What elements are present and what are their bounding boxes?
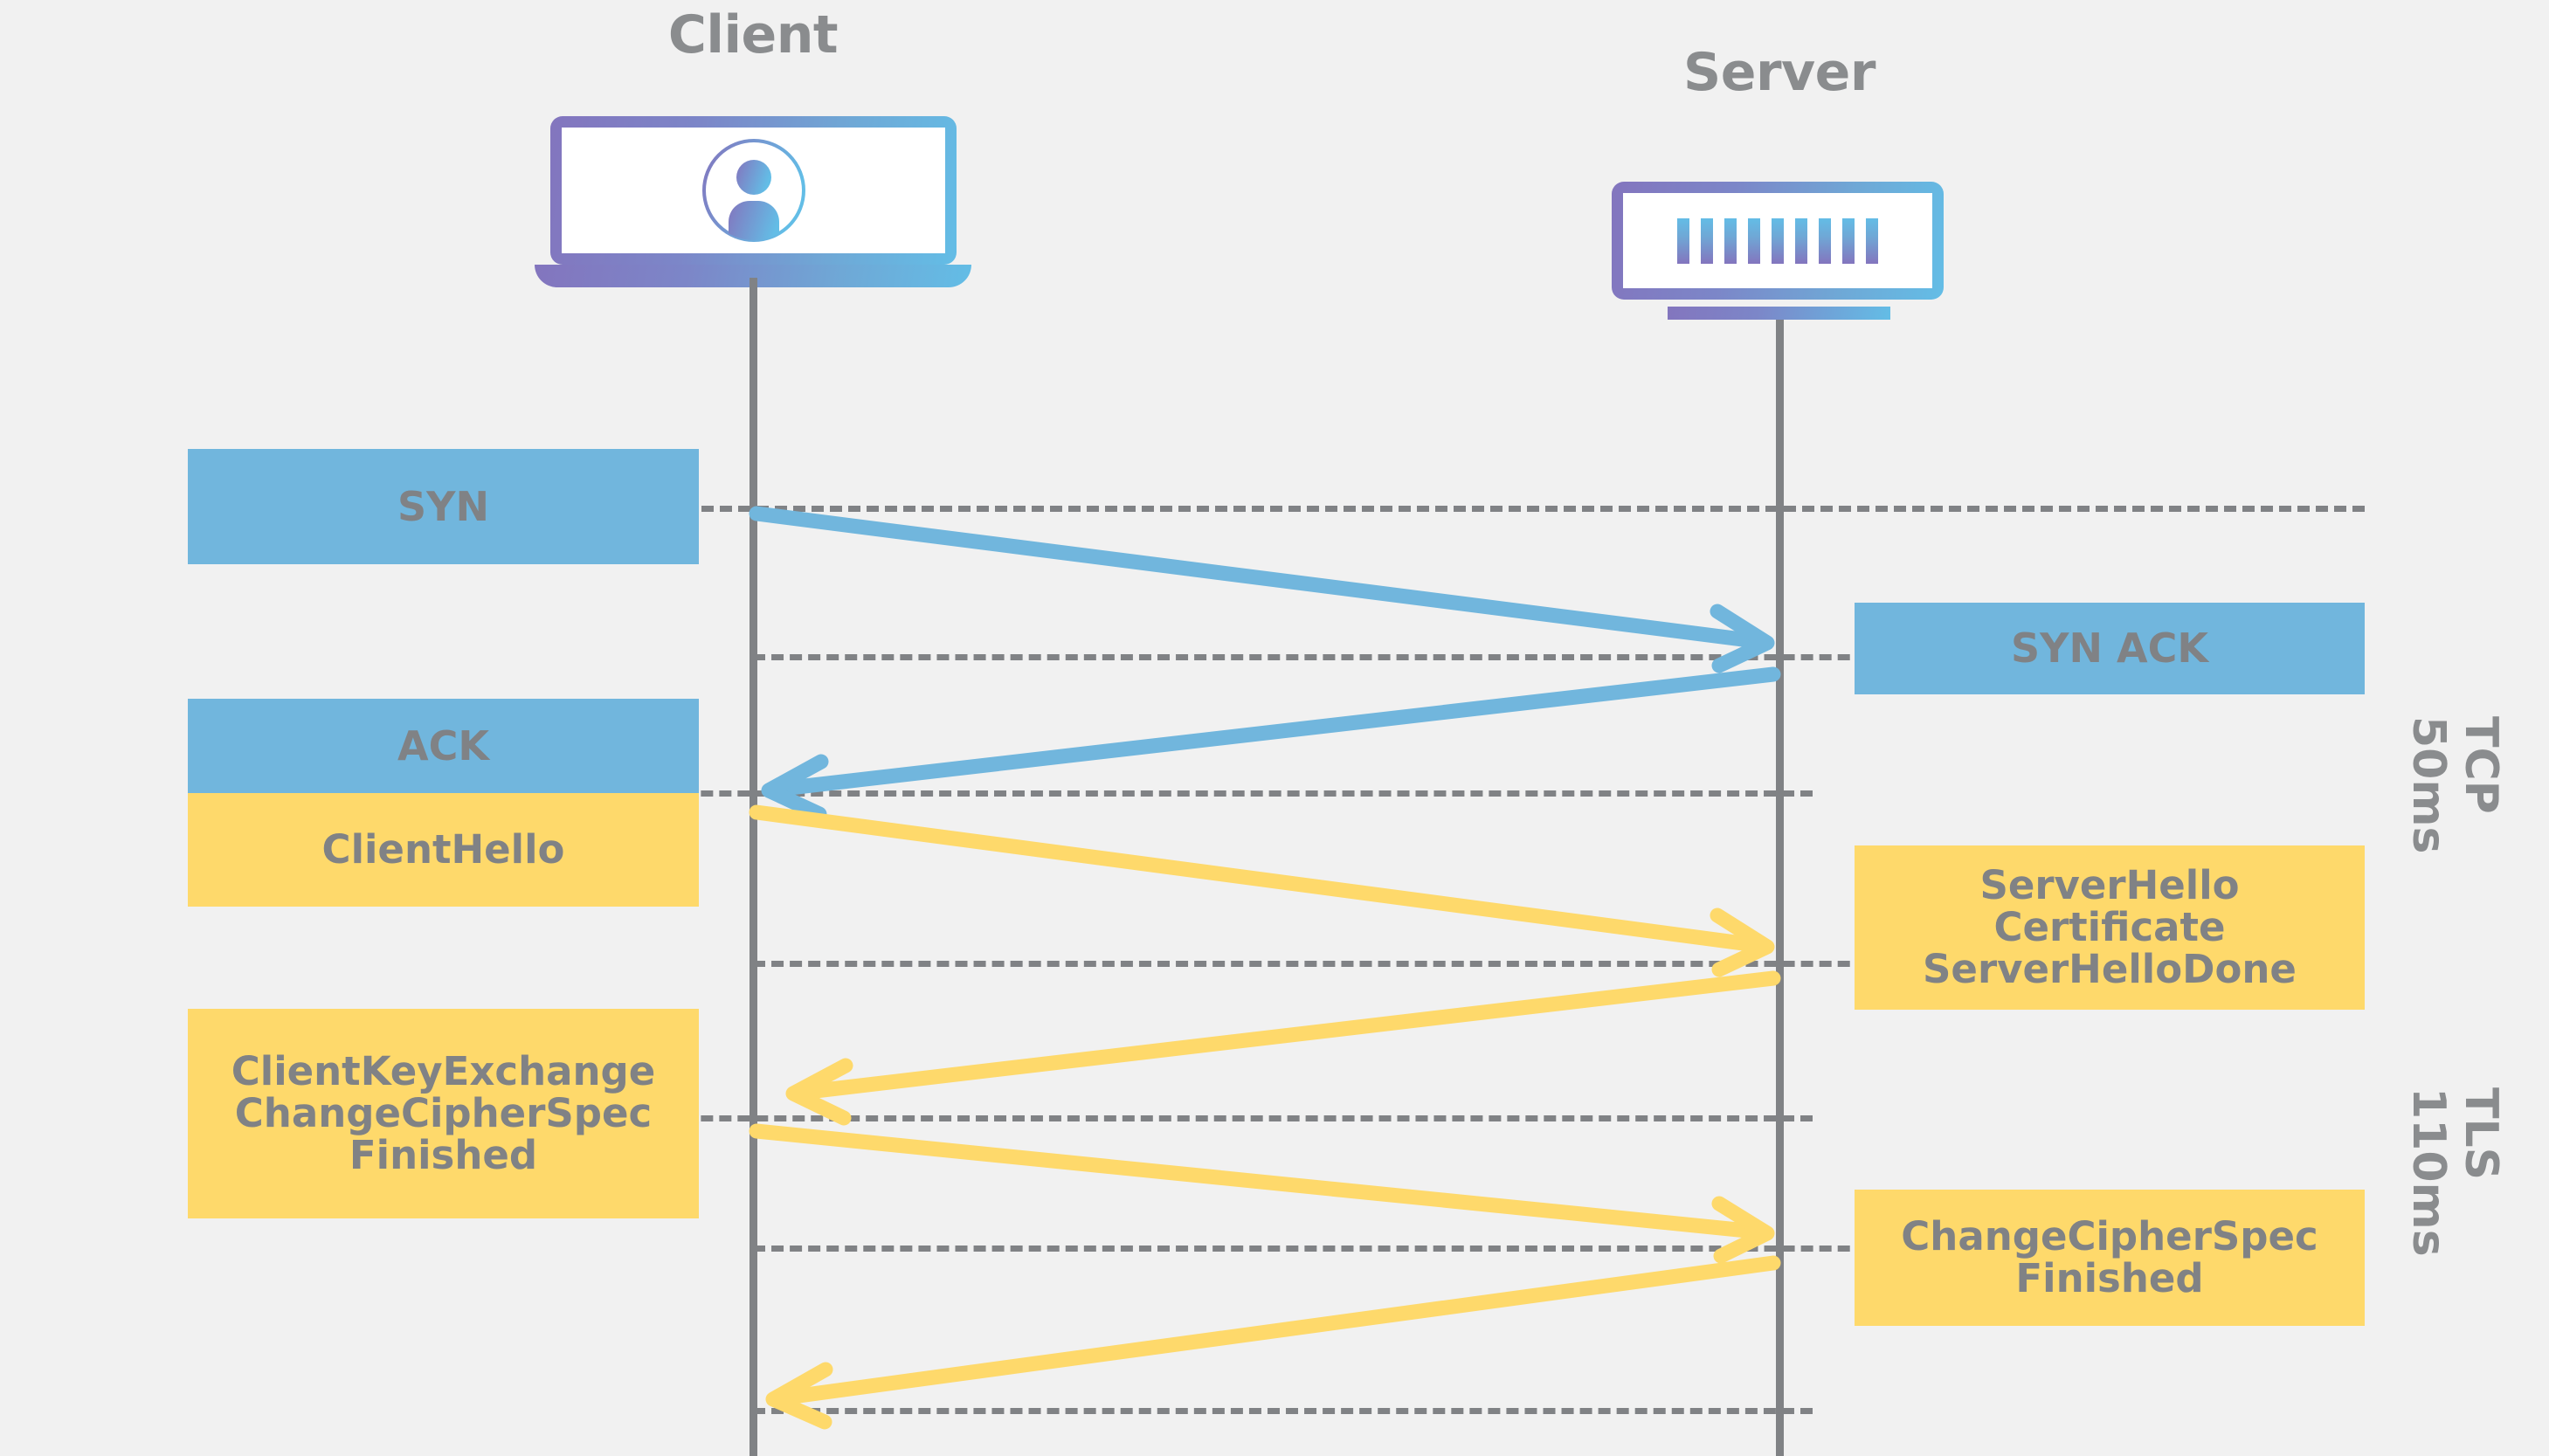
serverccs-arrow [765, 1255, 1781, 1430]
laptop-screen-inner [562, 128, 945, 253]
message-box-syn[interactable]: SYN [188, 449, 699, 564]
message-label: SYN [397, 482, 489, 530]
server-slot-bar [1701, 217, 1713, 264]
message-box-serverhello[interactable]: ServerHello Certificate ServerHelloDone [1855, 845, 2365, 1010]
message-label: SYN ACK [2011, 624, 2208, 673]
server-slot-bar [1819, 217, 1831, 264]
server-slot-bar [1795, 217, 1807, 264]
server-chassis [1612, 182, 1944, 300]
server-lifeline [1776, 320, 1784, 1456]
message-label: ClientHello [321, 826, 565, 873]
client-lifeline [750, 278, 757, 1456]
timing-dashline [753, 1246, 2365, 1252]
server-chassis-inner [1623, 193, 1932, 288]
laptop-user-icon [535, 116, 971, 287]
timing-dashline [188, 1115, 1813, 1121]
clienthello-arrow [749, 804, 1775, 977]
message-box-ack[interactable]: ACK [188, 699, 699, 793]
message-box-clienthello[interactable]: ClientHello [188, 793, 699, 907]
phase-label-tls-name: TLS [2455, 1087, 2507, 1181]
timing-dashline [753, 654, 2365, 660]
server-slot-bar [1724, 217, 1737, 264]
message-label: ClientKeyExchange ChangeCipherSpec Finis… [231, 1048, 656, 1178]
message-label: ACK [397, 721, 489, 769]
server-slot-bar [1772, 217, 1784, 264]
message-box-serverchangecipherspec[interactable]: ChangeCipherSpec Finished [1855, 1190, 2365, 1326]
timing-dashline [753, 961, 2365, 967]
phase-label-tcp-latency: 50ms [2402, 716, 2455, 854]
user-avatar-icon [698, 135, 810, 246]
server-title: Server [1683, 42, 1875, 103]
clientkey-arrow [749, 1123, 1775, 1264]
phase-label-tls-latency: 110ms [2402, 1087, 2455, 1257]
server-slot-bar [1677, 217, 1689, 264]
message-label: ServerHello Certificate ServerHelloDone [1923, 862, 2297, 992]
server-stand [1668, 307, 1890, 320]
message-box-clientkeyexchange[interactable]: ClientKeyExchange ChangeCipherSpec Finis… [188, 1009, 699, 1218]
server-slot-bar [1842, 217, 1855, 264]
serverhello-arrow [785, 970, 1781, 1126]
timing-dashline [753, 1408, 1813, 1414]
server-slot-bar [1866, 217, 1878, 264]
message-box-synack[interactable]: SYN ACK [1855, 603, 2365, 694]
server-slot-bar [1748, 217, 1760, 264]
laptop-screen [550, 116, 957, 265]
syn-arrow [749, 506, 1775, 673]
server-rack-icon [1612, 182, 1944, 321]
phase-label-tcp-name: TCP [2455, 716, 2507, 814]
client-title: Client [667, 4, 839, 66]
message-label: ChangeCipherSpec Finished [1901, 1213, 2318, 1301]
